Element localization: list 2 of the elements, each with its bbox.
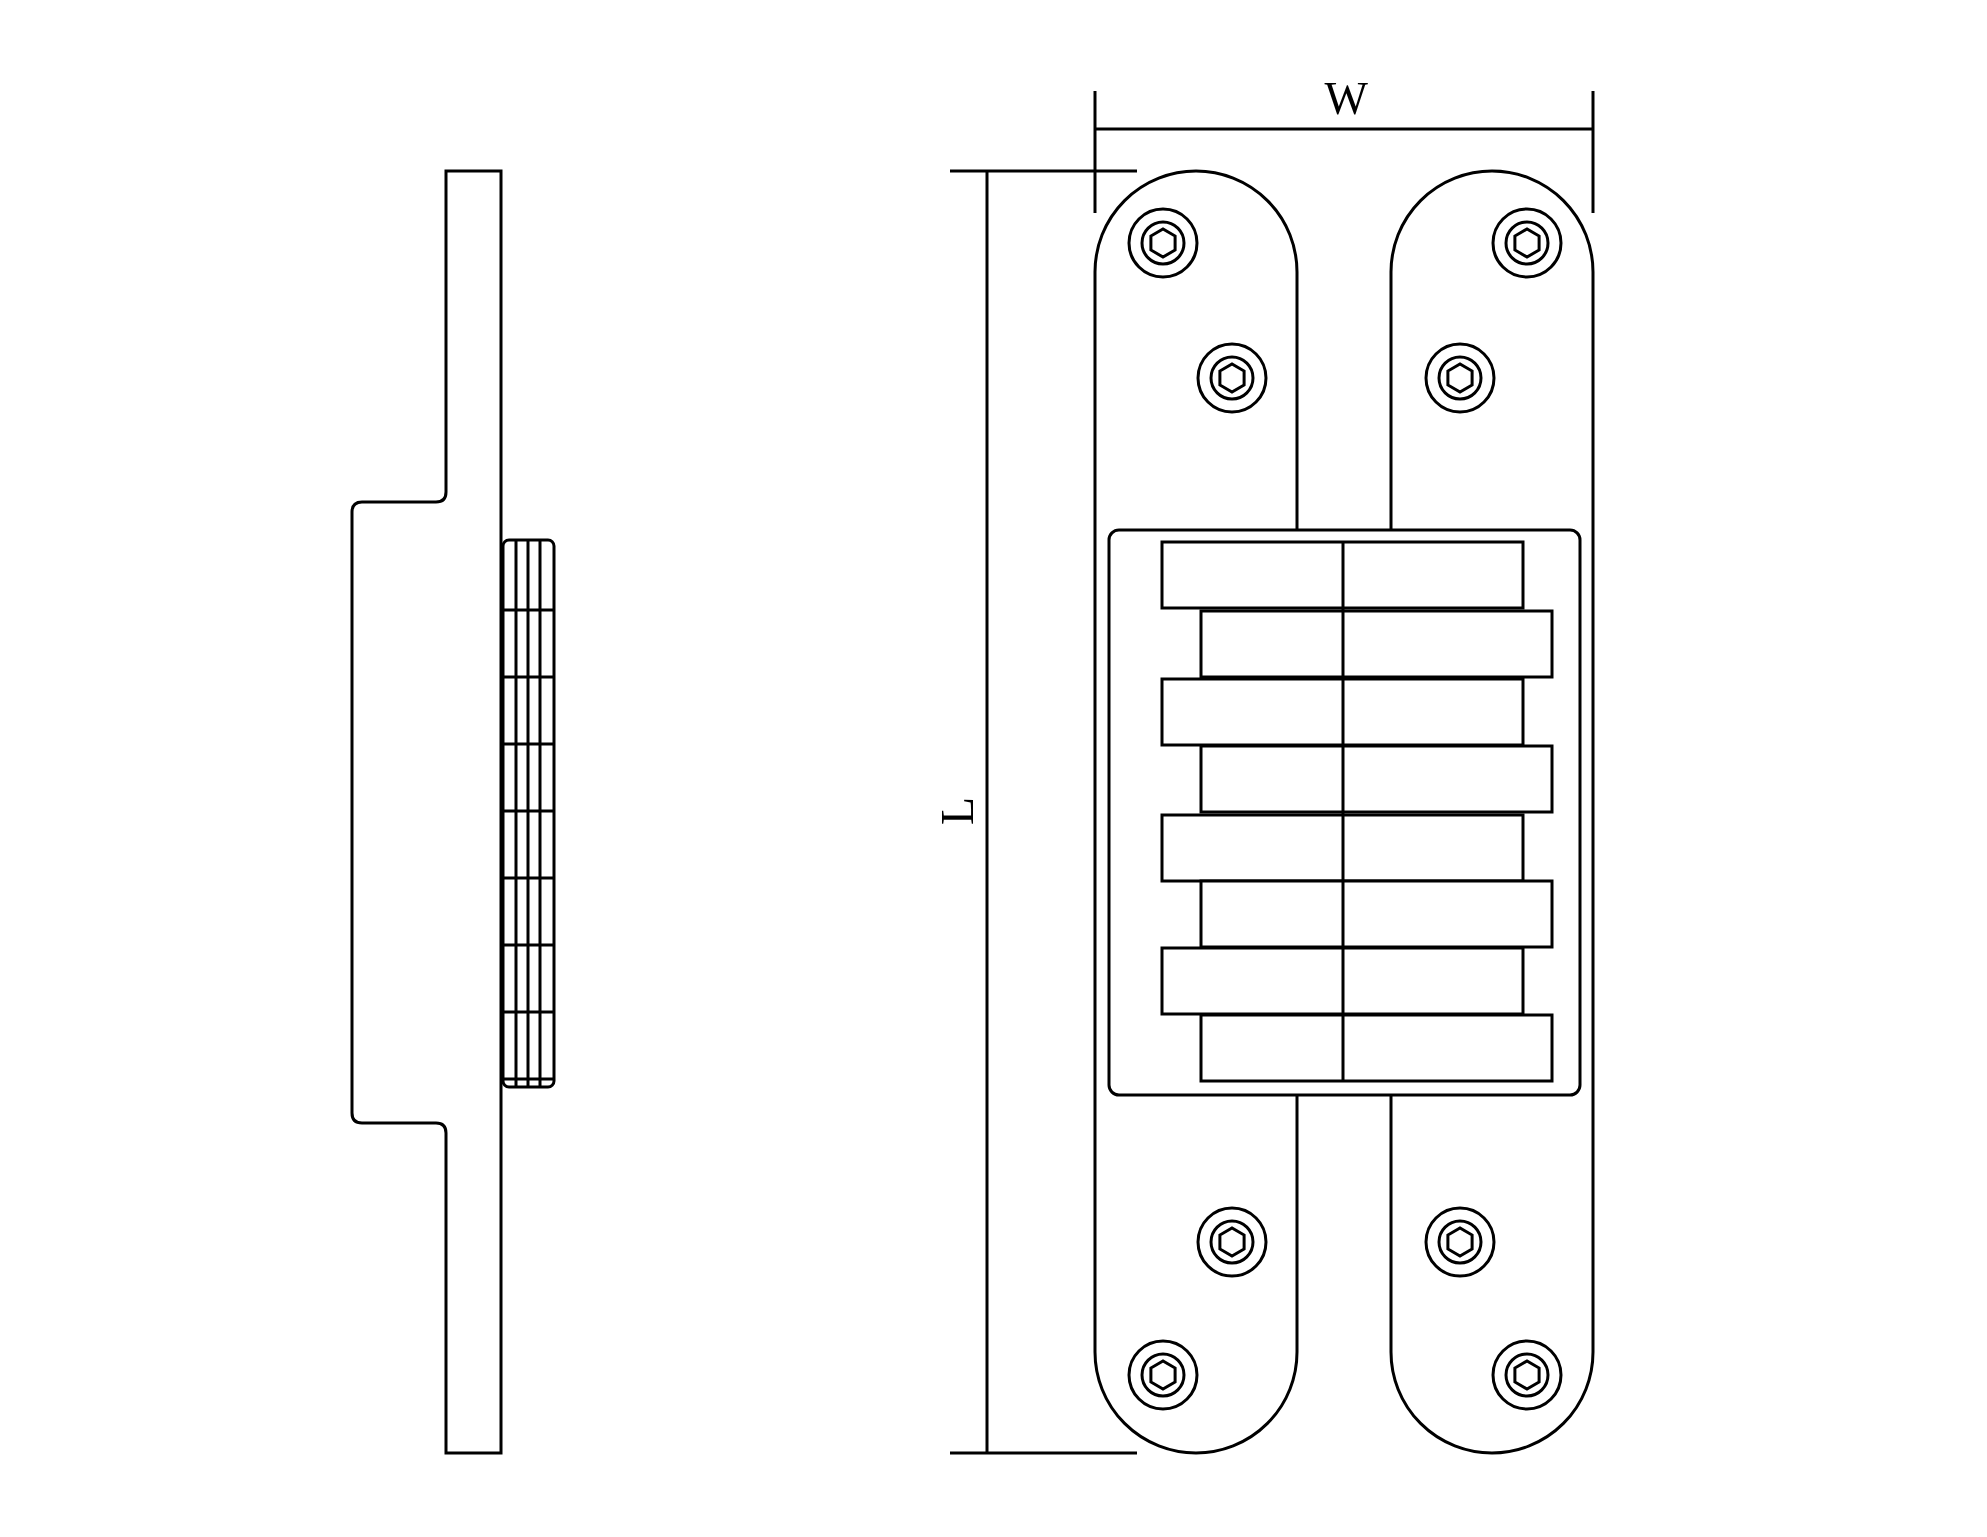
dimension-label: L (935, 796, 982, 826)
dimension-label: W (1324, 76, 1368, 122)
